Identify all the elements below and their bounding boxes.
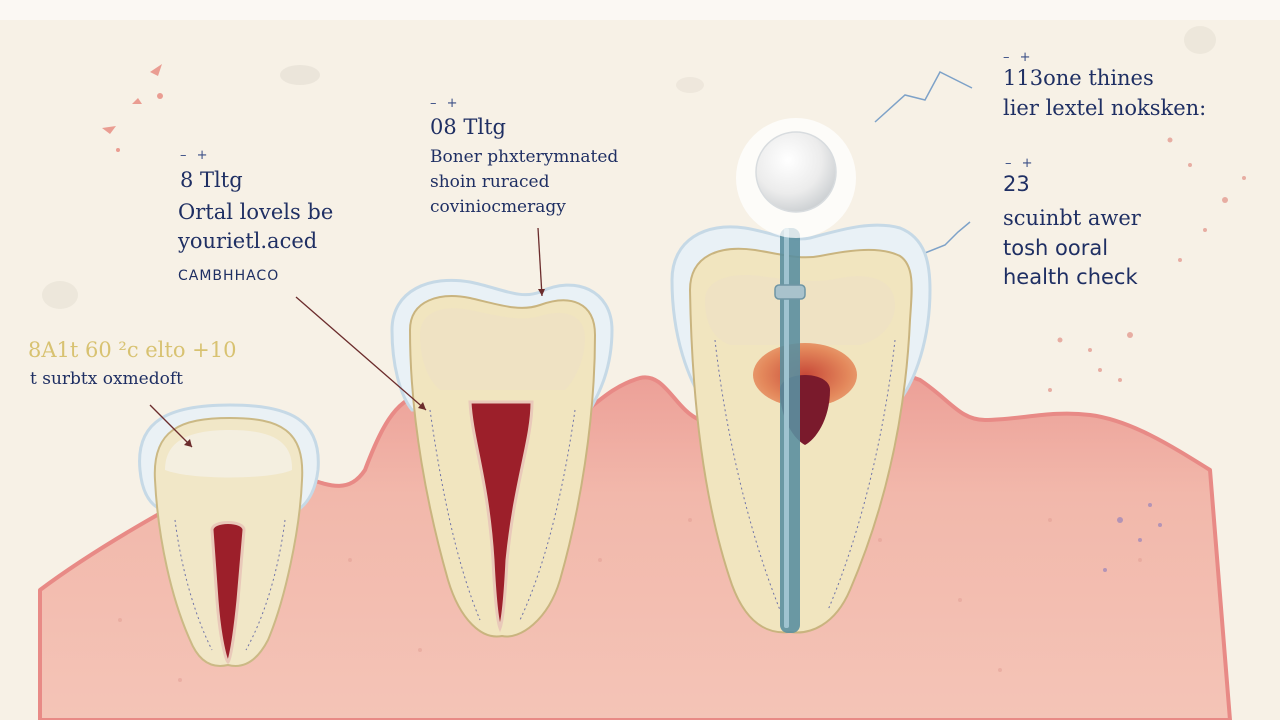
dental-instrument-shaft-highlight [784, 228, 789, 628]
tooth-decayed-crown-shading [420, 308, 585, 390]
label-tooth2-line2: shoin ruraced [430, 172, 550, 192]
leader-line-tooth2 [537, 227, 543, 297]
background-stains [42, 26, 1216, 309]
tick-mark-tooth2: – + [430, 96, 461, 111]
leader-lines [149, 227, 543, 448]
tooth-decayed [390, 278, 614, 638]
gum-purple-speckles [1103, 503, 1162, 572]
label-tooth4-line1: scuinbt awer [1003, 206, 1141, 230]
label-tooth1-caption: CAMBHHACO [178, 268, 280, 284]
tooth-infected [670, 118, 932, 634]
label-tooth0-title: 8A1t 60 ²c elto +10 [28, 338, 237, 362]
label-tooth4-title: 23 [1003, 172, 1030, 196]
background-top-fade [0, 0, 1280, 20]
label-tooth3-title: 113one thines [1003, 66, 1154, 90]
tooth-infected-nerve-line-right [827, 339, 896, 611]
tooth-decayed-nerve-line-left [429, 409, 481, 621]
tooth-decayed-nerve-line-right [519, 409, 576, 621]
sparkle-line-top-right [874, 71, 973, 123]
label-tooth2-line1: Boner phxterymnated [430, 147, 619, 167]
tick-mark-tooth1: – + [180, 148, 211, 163]
tick-mark-tooth3: – + [1003, 50, 1034, 65]
label-tooth4-line2: tosh ooral [1003, 236, 1109, 260]
tooth-healthy-pulp [210, 521, 246, 665]
tooth-healthy-nerve-line-right [245, 519, 286, 651]
label-tooth2-title: 08 Tltg [430, 115, 507, 139]
leader-line-tooth1 [295, 296, 427, 411]
dental-instrument-cap [755, 131, 837, 213]
tooth-decayed-pulp [468, 400, 534, 633]
label-tooth1-line2: yourietl.aced [178, 229, 318, 253]
label-tooth3-line1: lier lextel noksken: [1003, 96, 1207, 120]
sparkle-line-mid-right [919, 221, 971, 256]
tooth-healthy-crown-shading [165, 430, 293, 478]
tick-mark-tooth4: – + [1005, 156, 1036, 171]
tooth-healthy [138, 403, 320, 667]
label-tooth2-line3: coviniocmeragy [430, 197, 566, 217]
leader-arrowheads [184, 289, 545, 447]
dental-instrument-collar [774, 284, 806, 300]
label-tooth4-line3: health check [1003, 265, 1138, 289]
label-tooth0-line1: t surbtx oxmedoft [30, 369, 183, 389]
decorative-speckles-right [1048, 137, 1246, 392]
label-tooth1-line1: Ortal lovels be [178, 200, 334, 224]
decorative-speckles-left [102, 64, 163, 152]
label-tooth1-title: 8 Tltg [180, 168, 243, 192]
tooth-infected-nerve-line-left [714, 339, 781, 611]
leader-line-tooth0 [149, 404, 193, 448]
tooth-healthy-nerve-line-left [174, 519, 213, 651]
